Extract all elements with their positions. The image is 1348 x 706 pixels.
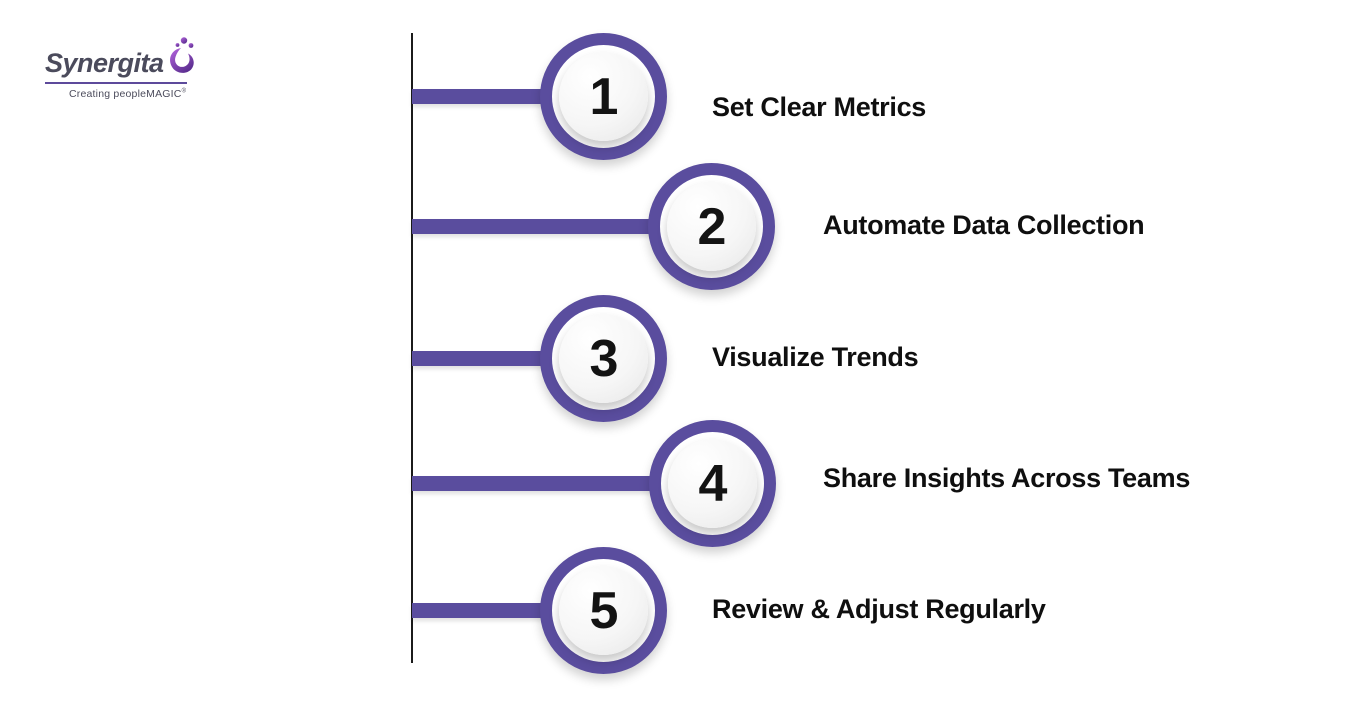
step-label-3: Visualize Trends: [712, 341, 919, 372]
step-circle-inner-5: 5: [559, 566, 648, 655]
step-circle-2: 2: [648, 163, 775, 290]
step-number-2: 2: [697, 197, 727, 256]
connector-bar-4: [412, 476, 718, 491]
step-number-1: 1: [589, 67, 619, 126]
step-number-3: 3: [589, 329, 619, 388]
step-label-4: Share Insights Across Teams: [823, 462, 1191, 493]
step-circle-3: 3: [540, 295, 667, 422]
timeline-vertical-line: [411, 33, 413, 663]
logo-tagline: Creating peopleMAGIC®: [69, 88, 195, 100]
logo-divider-rule: [45, 82, 187, 84]
step-circle-inner-3: 3: [559, 314, 648, 403]
step-label-2: Automate Data Collection: [823, 209, 1145, 240]
step-number-5: 5: [589, 581, 619, 640]
step-circle-inner-1: 1: [559, 52, 648, 141]
synergita-logo: Synergita Creating peopleMAGIC®: [45, 36, 195, 100]
connector-bar-2: [412, 219, 718, 234]
logo-wordmark: Synergita: [45, 48, 164, 78]
step-circle-inner-2: 2: [667, 182, 756, 271]
step-circle-5: 5: [540, 547, 667, 674]
step-circle-inner-4: 4: [668, 439, 757, 528]
step-number-4: 4: [698, 454, 728, 513]
logo-swirl-icon: [165, 36, 195, 83]
logo-row: Synergita: [45, 36, 195, 77]
registered-mark: ®: [181, 88, 187, 95]
step-circle-4: 4: [649, 420, 776, 547]
logo-tagline-text: Creating peopleMAGIC: [69, 88, 182, 100]
step-circle-1: 1: [540, 33, 667, 160]
step-label-5: Review & Adjust Regularly: [712, 593, 1046, 624]
step-label-1: Set Clear Metrics: [712, 91, 926, 122]
